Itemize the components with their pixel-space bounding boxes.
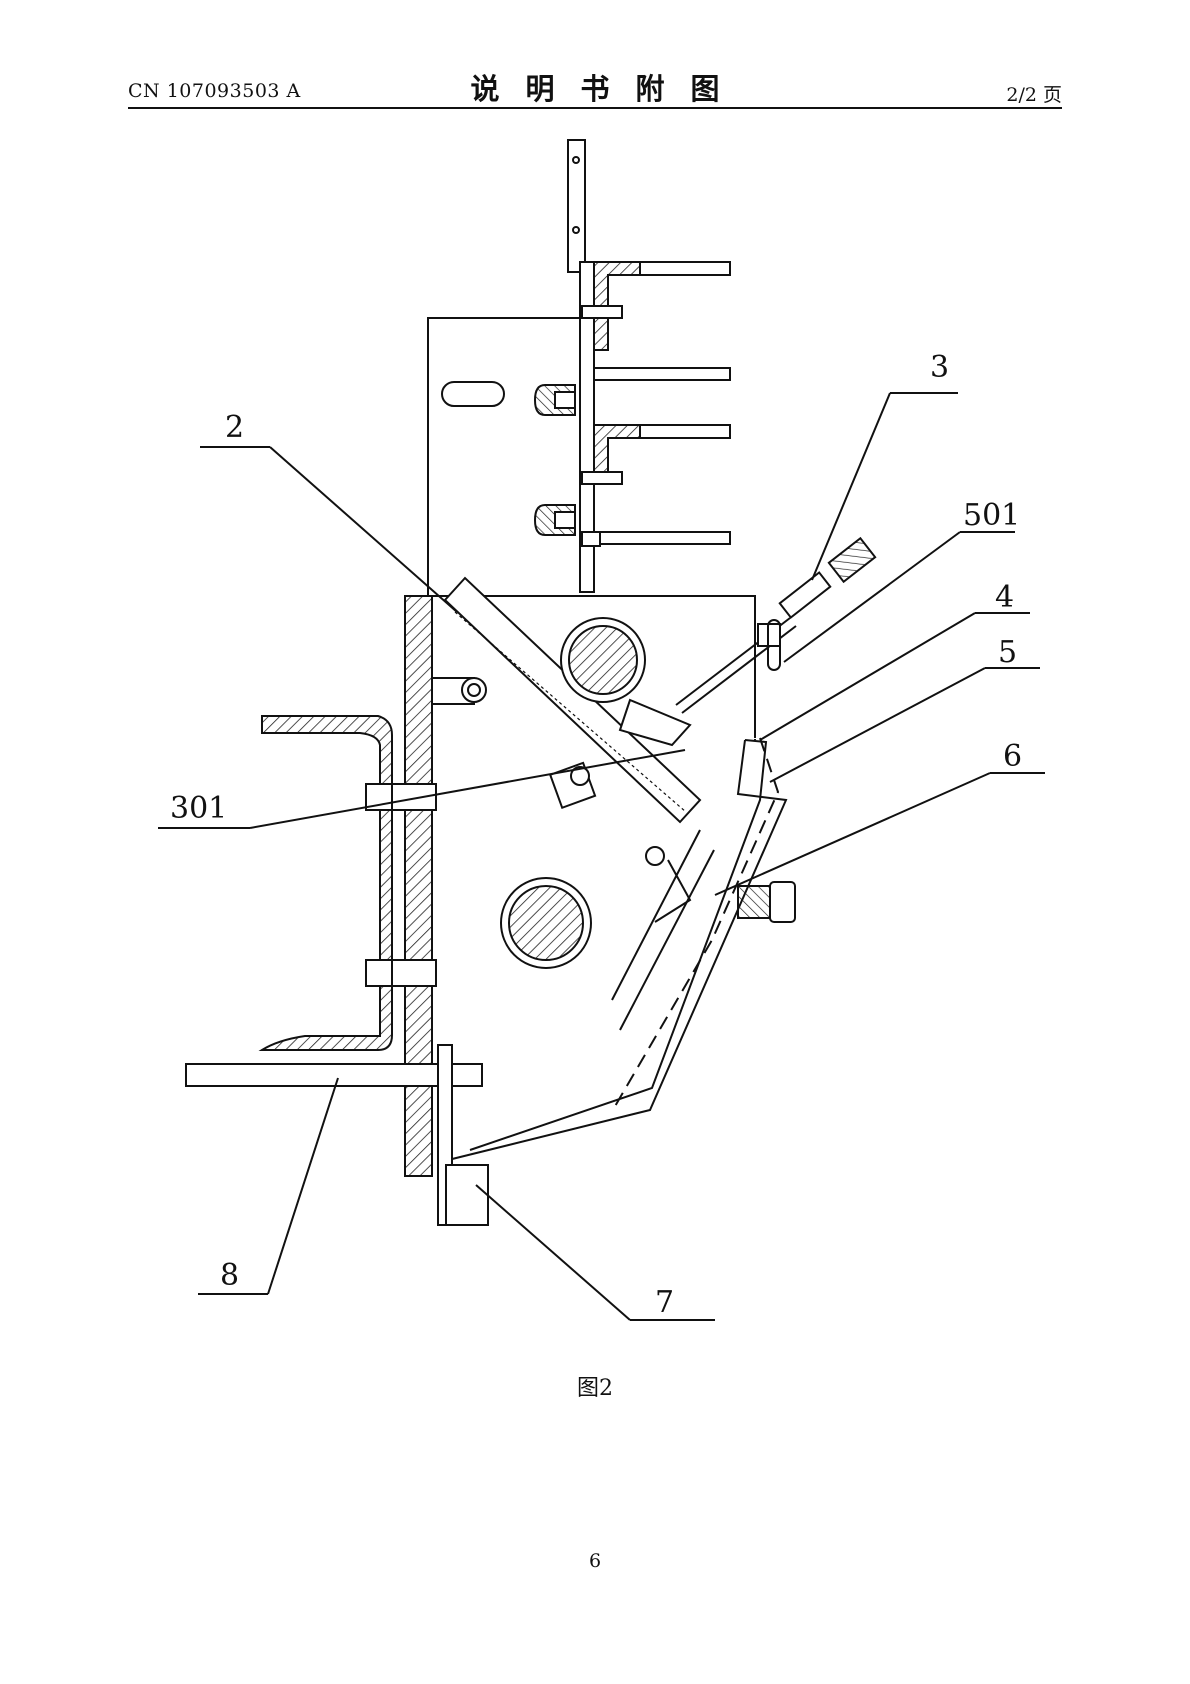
shelf-arm — [639, 261, 731, 276]
label-4: 4 — [995, 580, 1014, 615]
shelf-arm — [639, 424, 731, 439]
leader-line — [714, 772, 991, 896]
leader-line — [759, 612, 976, 741]
label-501: 501 — [963, 498, 1020, 533]
label-8: 8 — [220, 1258, 239, 1293]
header-rule — [128, 107, 1062, 109]
leader-line — [267, 1077, 339, 1295]
figure-caption: 图2 — [577, 1376, 613, 1401]
shelf-arm — [593, 367, 731, 381]
label-2: 2 — [225, 410, 244, 445]
slot-hole — [441, 381, 505, 407]
doc-number: CN 107093503 A — [128, 80, 301, 102]
page-counter: 2/2 页 — [1006, 84, 1062, 106]
leader-line — [249, 749, 686, 829]
label-7: 7 — [655, 1285, 674, 1320]
label-5: 5 — [998, 635, 1017, 670]
inclined-arm — [443, 576, 702, 824]
leader-line — [783, 531, 961, 663]
top-mount-plate — [567, 139, 586, 273]
page-title: 说明书附图 — [470, 72, 746, 106]
leader-line — [475, 1184, 631, 1321]
label-6: 6 — [1003, 739, 1022, 774]
page-number: 6 — [588, 1550, 602, 1572]
leader-line — [811, 392, 891, 581]
left-wall — [404, 595, 433, 1177]
label-301: 301 — [170, 791, 227, 826]
shelf-arm — [593, 531, 731, 545]
leader-line — [269, 446, 458, 613]
leader-line — [769, 667, 986, 783]
label-3: 3 — [930, 350, 949, 385]
base-bar — [185, 1063, 483, 1087]
